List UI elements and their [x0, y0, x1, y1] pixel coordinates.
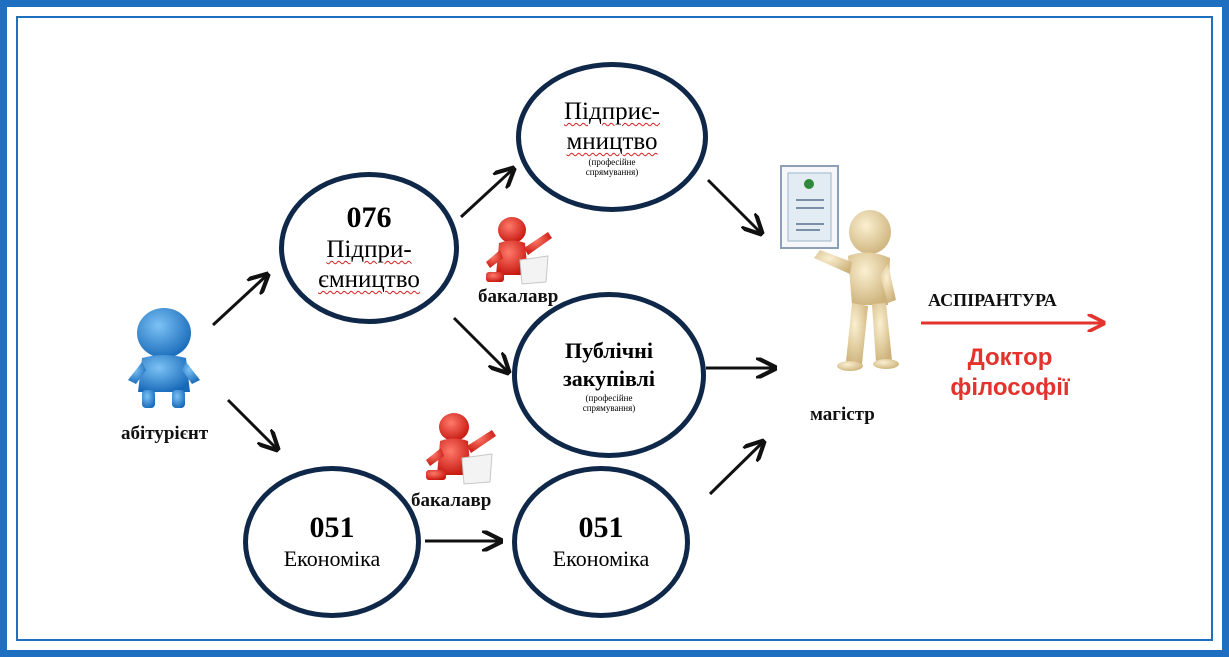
node-name-line1: Підпри- [326, 236, 412, 263]
label-master: магістр [810, 404, 875, 425]
node-note-line1: (професійне [585, 393, 633, 403]
label-applicant: абітурієнт [121, 423, 209, 444]
node-name-line2: закупівлі [562, 366, 656, 391]
label-bachelor-bottom: бакалавр [411, 490, 492, 511]
bachelor-figure-bottom-icon [426, 413, 496, 485]
label-doctor-of-philosophy: Доктор філософії [930, 343, 1090, 403]
node-name: Економіка [552, 546, 650, 571]
label-postgraduate: АСПІРАНТУРА [928, 290, 1057, 310]
node-code: 076 [346, 201, 392, 234]
node-code: 051 [578, 511, 624, 544]
node-name-line2: мництво [566, 128, 658, 155]
node-name-line2: ємництво [318, 266, 420, 293]
node-name-line1: Підприє- [563, 98, 661, 125]
node-economics-master: 051 Економіка [512, 466, 690, 618]
inner-frame [16, 16, 1213, 641]
node-name-line1: Публічні [565, 338, 653, 363]
node-public-procurement: Публічні закупівлі (професійне спрямуван… [512, 292, 706, 458]
bachelor-figure-top-icon [486, 217, 552, 285]
arrow-bachelor-to-public-procurement [452, 316, 507, 371]
arrow-applicant-to-entrepreneurship [211, 276, 266, 327]
node-note-line2: спрямування) [582, 403, 636, 413]
node-entrepreneurship-bachelor: 076 Підпри- ємництво [279, 172, 459, 324]
applicant-figure-icon [128, 308, 200, 408]
node-name: Економіка [283, 546, 381, 571]
arrow-entrepreneurship-to-master [706, 178, 760, 232]
arrow-bachelor-to-entrepreneurship-master [459, 170, 512, 219]
master-figure-icon [814, 210, 899, 371]
node-economics-bachelor: 051 Економіка [243, 466, 421, 618]
arrow-applicant-to-economics [226, 398, 276, 448]
node-code: 051 [309, 511, 355, 544]
doctor-line1: Доктор [967, 344, 1053, 371]
diploma-icon [780, 165, 839, 249]
label-bachelor-top: бакалавр [478, 286, 559, 307]
node-note-line1: (професійне [588, 157, 636, 167]
node-note-line2: спрямування) [585, 167, 639, 177]
node-entrepreneurship-master: Підприє- мництво (професійне спрямування… [516, 62, 708, 212]
doctor-line2: філософії [950, 374, 1070, 401]
arrow-economics-master-to-master [708, 443, 762, 496]
